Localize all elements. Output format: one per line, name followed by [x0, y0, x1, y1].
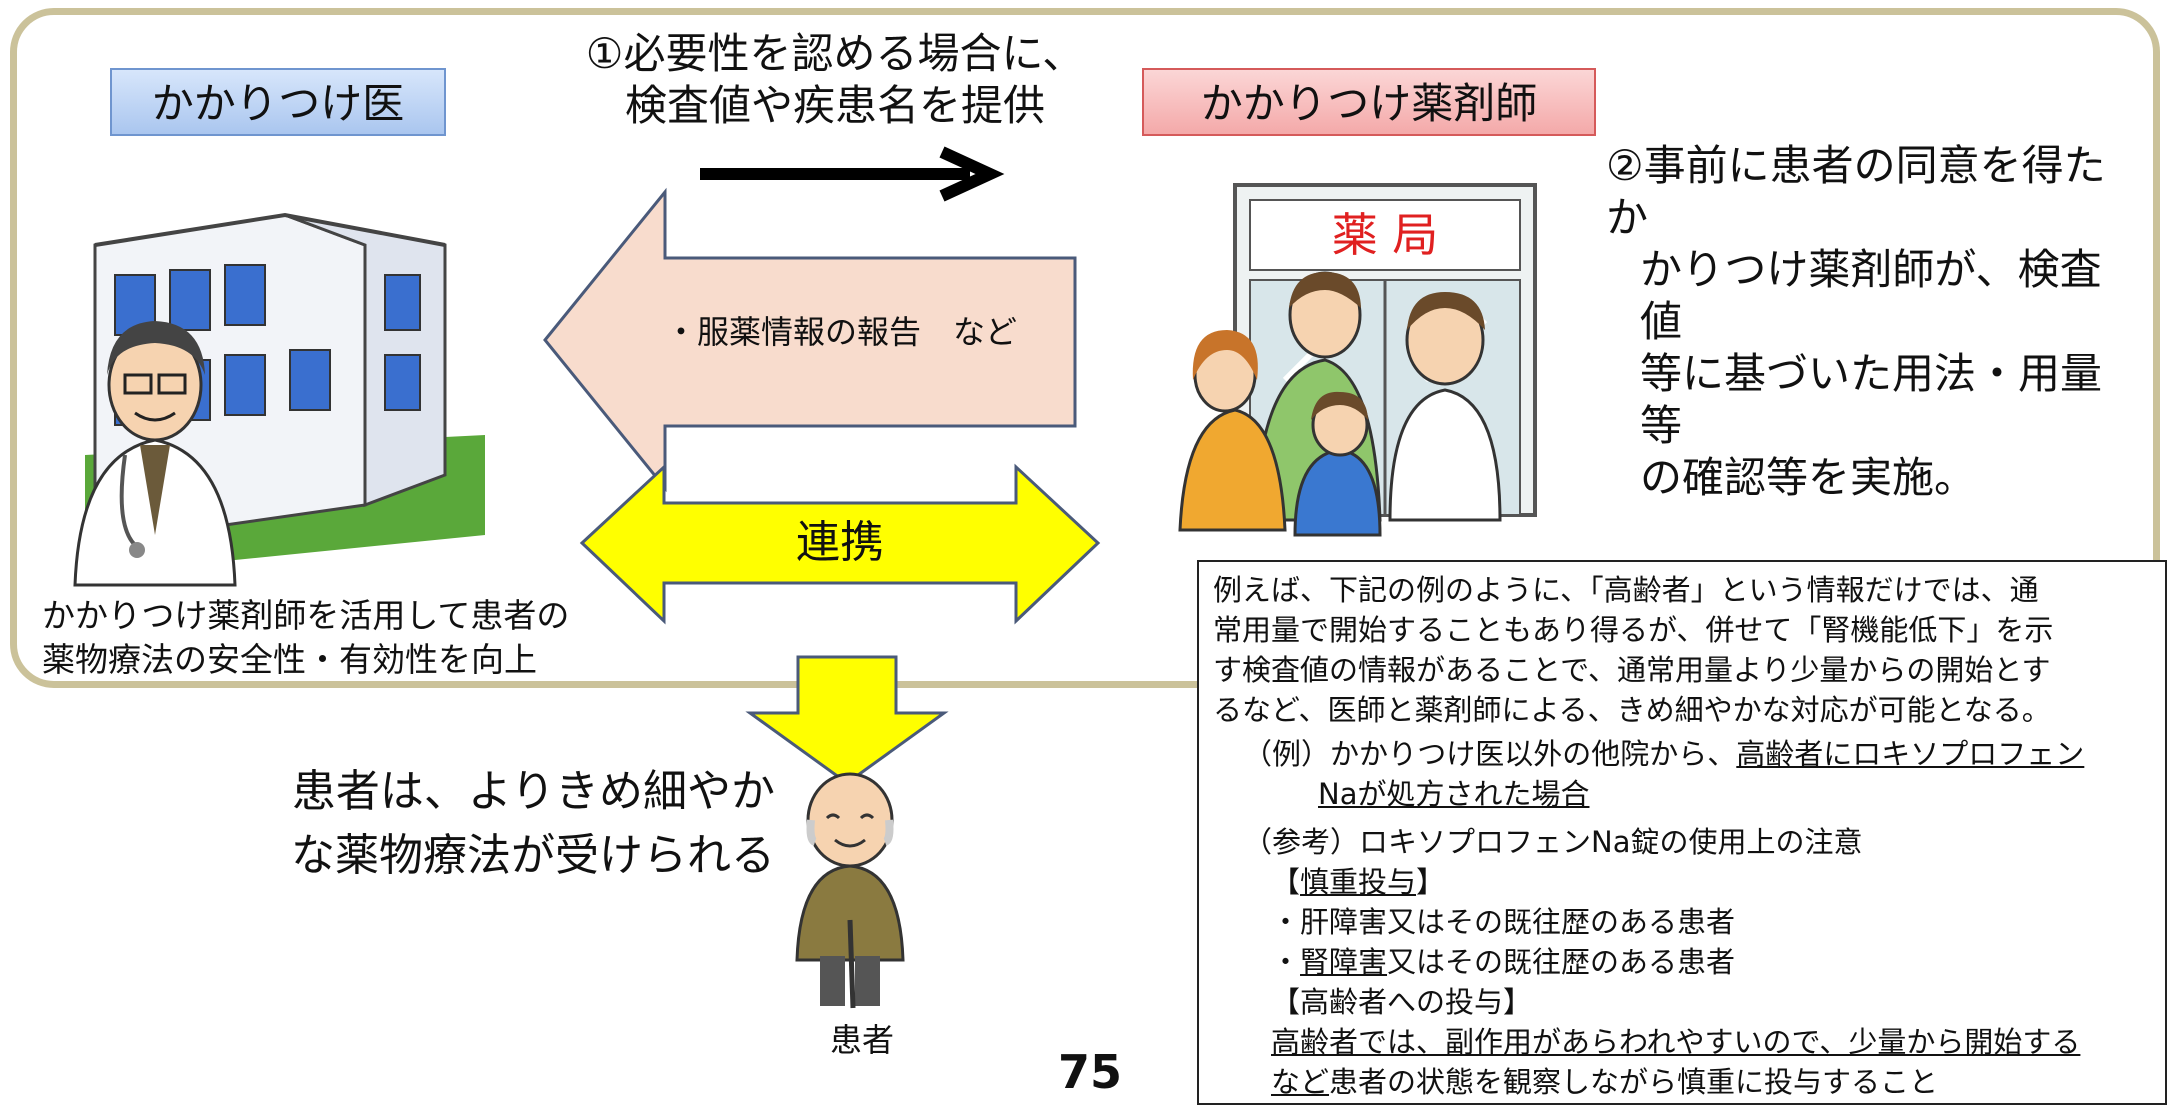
pharmacy-illustration	[1178, 183, 1537, 537]
data-provision-message: ①必要性を認める場合に、 検査値や疾患名を提供	[575, 28, 1095, 132]
cooperation-label: 連携	[796, 517, 884, 568]
patient-benefit-text: 患者は、よりきめ細やか な薬物療法が受けられる	[275, 760, 775, 888]
pharmacist-figure	[1388, 292, 1502, 522]
message-line-2: 検査値や疾患名を提供	[624, 81, 1045, 130]
careful-title: 慎重投与	[1300, 865, 1417, 899]
careful-item-2: ・腎障害又はその既往歴のある患者	[1213, 942, 2151, 982]
elderly-text-1: 高齢者では、副作用があらわれやすいので、少量から開始する	[1213, 1022, 2151, 1062]
note-example-cont: Naが処方された場合	[1213, 774, 2151, 814]
page-number: 75	[1057, 1045, 1122, 1099]
doctor-label: かかりつけ医	[110, 68, 446, 136]
report-arrow-label: ・服薬情報の報告 など	[665, 313, 1018, 351]
cooperation-arrow	[579, 463, 1101, 625]
doctor-figure	[73, 321, 237, 587]
example-drug: 高齢者にロキソプロフェン	[1736, 737, 2085, 771]
note-intro-line: 例えば、下記の例のように、「高齢者」という情報だけでは、通	[1213, 573, 2039, 607]
bullet: ・	[1271, 945, 1301, 979]
benefit-line-1: 患者は、よりきめ細やか	[291, 766, 775, 817]
bracket-close: 】	[1416, 865, 1446, 899]
note-intro-line: 常用量で開始することもあり得るが、併せて「腎機能低下」を示	[1213, 613, 2054, 647]
patient-label: 患者	[829, 1021, 894, 1059]
elderly-suffix: 患者の状態を観察しながら慎重に投与すること	[1329, 1065, 1939, 1099]
careful-item-1: ・肝障害又はその既往歴のある患者	[1271, 905, 1736, 939]
elderly-underlined-2: など	[1271, 1065, 1330, 1099]
message-line-1: ①必要性を認める場合に、	[585, 29, 1085, 78]
doctor-caption-line-1: かかりつけ薬剤師を活用して患者の	[42, 596, 570, 635]
benefit-line-2: な薬物療法が受けられる	[291, 830, 775, 881]
example-drug-cont: Naが処方された場合	[1318, 777, 1590, 811]
example-note-box: 例えば、下記の例のように、「高齢者」という情報だけでは、通 常用量で開始すること…	[1197, 560, 2167, 1105]
careful-item-2-suffix: 又はその既往歴のある患者	[1387, 945, 1736, 979]
pharmacy-sign: 薬 局	[1331, 208, 1439, 262]
note-intro-line: す検査値の情報があることで、通常用量より少量からの開始とす	[1213, 653, 2051, 687]
pharmacist-action-text: ②事前に患者の同意を得たか かりつけ薬剤師が、検査値 等に基づいた用法・用量等 …	[1606, 140, 2136, 504]
action-line-2: かりつけ薬剤師が、検査値	[1640, 245, 2102, 346]
note-example: （例）かかりつけ医以外の他院から、高齢者にロキソプロフェン	[1213, 734, 2151, 774]
data-provision-arrow	[700, 146, 1005, 202]
elderly-text-2: など患者の状態を観察しながら慎重に投与すること	[1213, 1062, 2151, 1102]
family-figure	[1178, 271, 1382, 537]
action-line-3: 等に基づいた用法・用量等	[1640, 349, 2103, 450]
action-line-1: ②事前に患者の同意を得たか	[1606, 141, 2106, 242]
example-prefix: （例）かかりつけ医以外の他院から、	[1243, 737, 1737, 771]
patient-illustration	[795, 772, 905, 1009]
note-intro-line: るなど、医師と薬剤師による、きめ細やかな対応が可能となる。	[1213, 693, 2051, 727]
pharmacist-label: かかりつけ薬剤師	[1142, 68, 1596, 136]
kidney-disorder: 腎障害	[1300, 945, 1388, 979]
elderly-title: 【高齢者への投与】	[1271, 985, 1533, 1019]
careful-admin-title: 【慎重投与】	[1213, 862, 2151, 902]
doctor-caption: かかりつけ薬剤師を活用して患者の 薬物療法の安全性・有効性を向上	[42, 594, 682, 682]
note-reference-title: （参考）ロキソプロフェンNa錠の使用上の注意	[1243, 825, 1863, 859]
doctor-caption-line-2: 薬物療法の安全性・有効性を向上	[42, 640, 537, 679]
elderly-underlined-1: 高齢者では、副作用があらわれやすいので、少量から開始する	[1271, 1025, 2081, 1059]
patient-down-arrow	[745, 655, 949, 785]
clinic-illustration	[73, 212, 485, 587]
action-line-4: の確認等を実施。	[1640, 453, 1977, 502]
bracket-open: 【	[1271, 865, 1301, 899]
